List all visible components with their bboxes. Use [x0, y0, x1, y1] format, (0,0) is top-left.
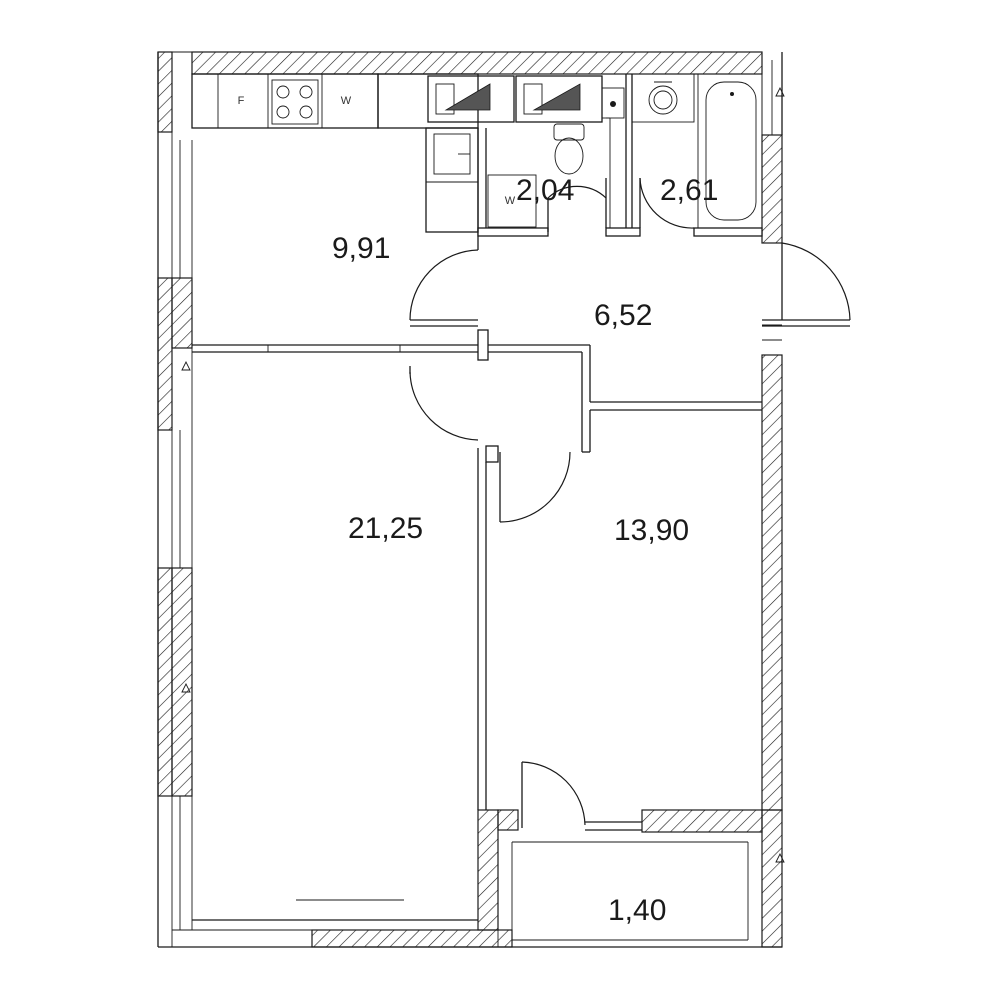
living-room-area: 21,25 — [348, 512, 423, 545]
toilet-area: 2,04 — [516, 174, 574, 207]
window-markers — [181, 86, 785, 863]
kitchen-area: 9,91 — [332, 232, 390, 265]
washer-kitchen-label: W — [341, 95, 352, 107]
room-labels: 9,91 2,04 2,61 6,52 21,25 13,90 1,40 — [332, 174, 718, 927]
hall-area: 6,52 — [594, 299, 652, 332]
bathroom-fixtures — [631, 73, 763, 229]
interior-walls — [192, 74, 763, 921]
doors — [409, 177, 851, 831]
washer-toilet-label: W — [505, 195, 516, 207]
toilet-fixtures: W — [487, 123, 585, 228]
exterior-walls — [157, 51, 783, 948]
bathroom-area: 2,61 — [660, 174, 718, 207]
fridge-label: F — [238, 95, 245, 107]
kitchen-fixtures: F W — [191, 73, 625, 233]
bedroom-area: 13,90 — [614, 514, 689, 547]
balcony-area: 1,40 — [608, 894, 666, 927]
